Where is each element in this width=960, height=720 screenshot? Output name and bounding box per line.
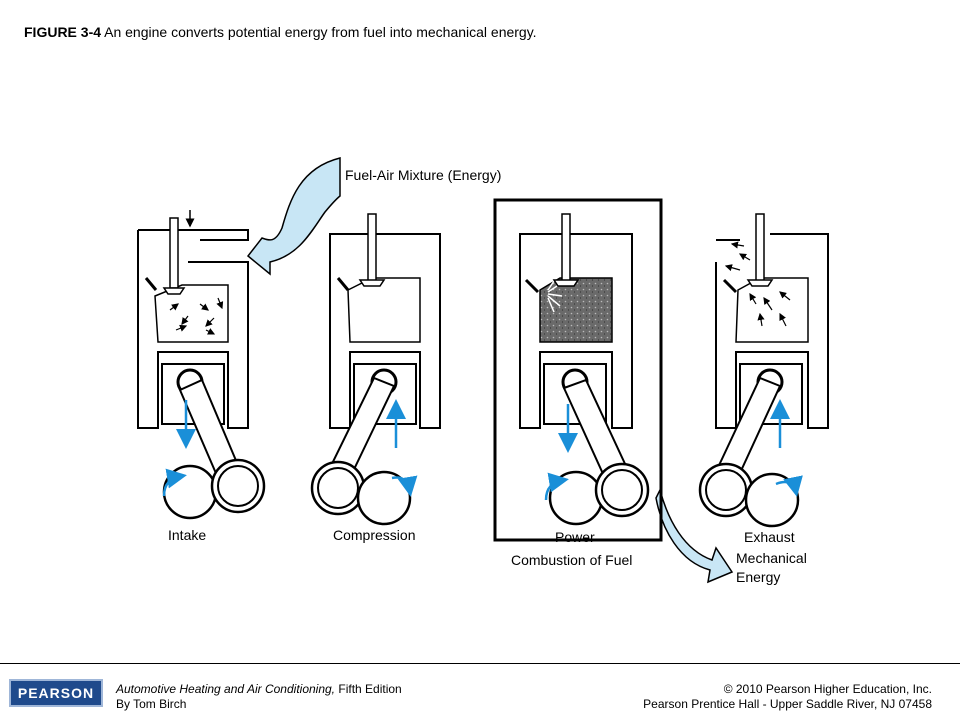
label-fuel-air: Fuel-Air Mixture (Energy) (345, 167, 501, 183)
label-power: Power (555, 529, 595, 545)
engine-intake (137, 210, 266, 520)
power-stroke-frame (493, 198, 663, 542)
logo-text: PEARSON (17, 685, 95, 701)
copyright: © 2010 Pearson Higher Education, Inc. (723, 682, 932, 696)
four-stroke-diagram: Fuel-Air Mixture (Energy) Intake Compres… (137, 157, 829, 585)
book-author: By Tom Birch (116, 697, 187, 711)
caption-text: An engine converts potential energy from… (101, 24, 537, 40)
figure-number: FIGURE 3-4 (24, 24, 102, 40)
fuel-air-arrow (246, 157, 341, 276)
mechanical-energy-arrow (655, 487, 734, 584)
label-compression: Compression (333, 527, 415, 543)
label-intake: Intake (168, 527, 206, 543)
label-mechanical: Mechanical (736, 550, 807, 566)
footer-divider (0, 663, 960, 664)
label-energy: Energy (736, 569, 780, 585)
engine-exhaust (698, 213, 829, 528)
footer-book-info: Automotive Heating and Air Conditioning,… (116, 682, 402, 712)
combustion-chamber (539, 277, 613, 343)
label-exhaust: Exhaust (744, 529, 795, 545)
engine-power (519, 213, 650, 526)
book-title: Automotive Heating and Air Conditioning, (116, 682, 336, 696)
figure-caption: FIGURE 3-4 An engine converts potential … (24, 23, 537, 41)
footer-publisher-info: © 2010 Pearson Higher Education, Inc. Pe… (643, 682, 932, 712)
pearson-logo: PEARSON (9, 679, 103, 707)
publisher: Pearson Prentice Hall - Upper Saddle Riv… (643, 697, 932, 711)
book-edition: Fifth Edition (335, 682, 402, 696)
label-combustion: Combustion of Fuel (511, 552, 632, 568)
engine-compression (310, 213, 441, 526)
